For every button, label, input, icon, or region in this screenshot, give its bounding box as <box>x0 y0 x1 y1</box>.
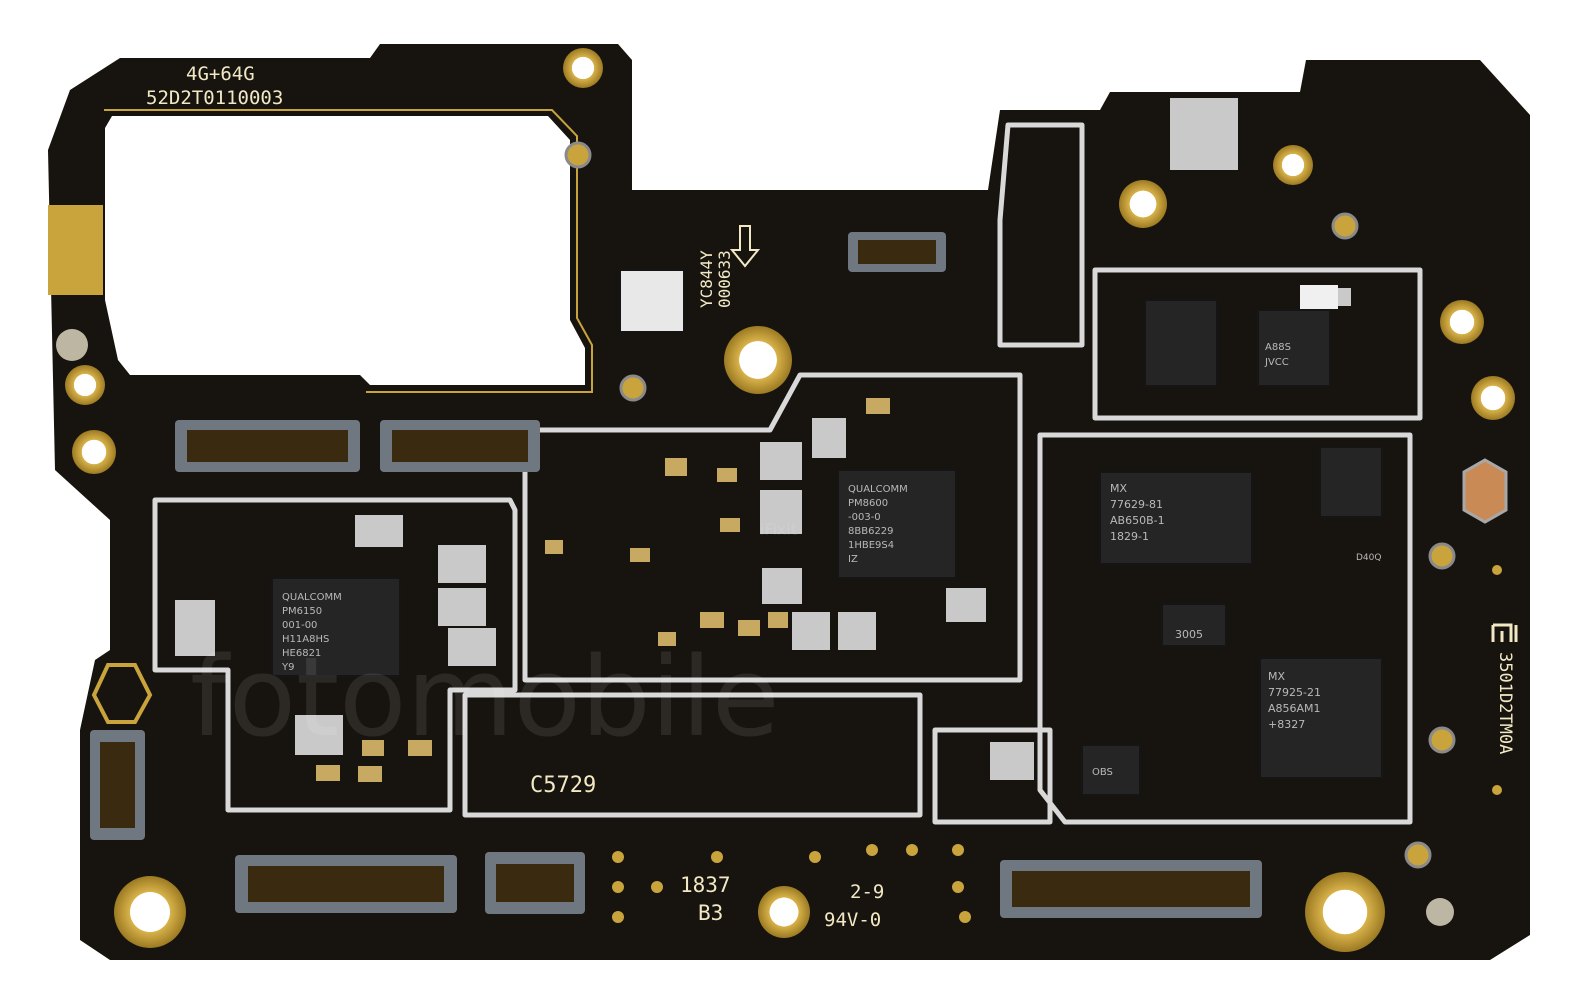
side-code: 3501D2TM0A <box>1495 652 1515 754</box>
svg-text:QUALCOMM: QUALCOMM <box>848 484 908 495</box>
svg-text:PM6150: PM6150 <box>282 606 322 617</box>
small-chip-4-text: A88S <box>1265 342 1291 353</box>
svg-text:MX: MX <box>1268 670 1285 683</box>
svg-text:AB650B-1: AB650B-1 <box>1110 514 1165 527</box>
rf-shields <box>152 122 1423 825</box>
pmic-main-text: QUALCOMM PM6150 001-00 H11A8HS HE6821 Y9 <box>281 592 342 673</box>
ic-chips <box>271 269 1383 796</box>
svg-text:H11A8HS: H11A8HS <box>282 634 329 645</box>
svg-text:+8327: +8327 <box>1268 718 1305 731</box>
board-connectors <box>90 232 1262 918</box>
svg-text:Y9: Y9 <box>281 662 294 673</box>
svg-text:1HBE9S4: 1HBE9S4 <box>848 540 894 551</box>
svg-text:77925-21: 77925-21 <box>1268 686 1321 699</box>
small-chip-3-text: JVCC <box>1264 357 1289 368</box>
small-chip-5-text: D40Q <box>1356 553 1381 563</box>
shield-can <box>1300 285 1338 309</box>
window-trace <box>104 109 593 393</box>
serial-label: 52D2T0110003 <box>146 87 283 109</box>
small-chip-1-text: 3005 <box>1175 628 1203 641</box>
passives-gold <box>316 398 890 782</box>
date-code: YC844Y 000633 <box>697 241 734 308</box>
test-pads <box>612 565 1502 923</box>
svg-text:MX: MX <box>1110 482 1127 495</box>
svg-text:HE6821: HE6821 <box>282 648 321 659</box>
svg-text:77629-81: 77629-81 <box>1110 498 1163 511</box>
svg-text:-003-0: -003-0 <box>848 512 881 523</box>
svg-text:PM8600: PM8600 <box>848 498 888 509</box>
hex-pad <box>91 663 153 724</box>
arrow-marker <box>729 225 761 268</box>
svg-text:8BB6229: 8BB6229 <box>848 526 894 537</box>
passives-silver <box>175 98 1351 780</box>
svg-text:QUALCOMM: QUALCOMM <box>282 592 342 603</box>
rf-chip-1-text: MX 77629-81 AB650B-1 1829-1 <box>1110 482 1165 543</box>
svg-text:001-00: 001-00 <box>282 620 317 631</box>
rf-chip-2-text: MX 77925-21 A856AM1 +8327 <box>1268 670 1321 731</box>
bottom-code-1: 1837 <box>680 873 731 897</box>
watermark-site: iFixit <box>760 520 797 539</box>
watermark-brand: fotomobile <box>190 633 780 761</box>
copper-nut <box>1462 458 1508 524</box>
bottom-code-2: B3 <box>698 901 723 925</box>
gold-edge-pad <box>48 205 103 295</box>
mi-logo <box>1491 623 1518 642</box>
pmic-secondary-text: QUALCOMM PM8600 -003-0 8BB6229 1HBE9S4 I… <box>848 484 908 565</box>
ul-code-2: 94V-0 <box>824 909 881 931</box>
antenna-connectors <box>564 141 1456 869</box>
window-cutout <box>105 116 585 385</box>
ul-code-1: 2-9 <box>850 881 884 903</box>
svg-text:A856AM1: A856AM1 <box>1268 702 1321 715</box>
svg-text:IZ: IZ <box>848 554 858 565</box>
small-chip-2-text: OBS <box>1092 767 1113 778</box>
svg-text:1829-1: 1829-1 <box>1110 530 1149 543</box>
center-code: C5729 <box>530 773 596 798</box>
memory-label: 4G+64G <box>186 63 255 85</box>
